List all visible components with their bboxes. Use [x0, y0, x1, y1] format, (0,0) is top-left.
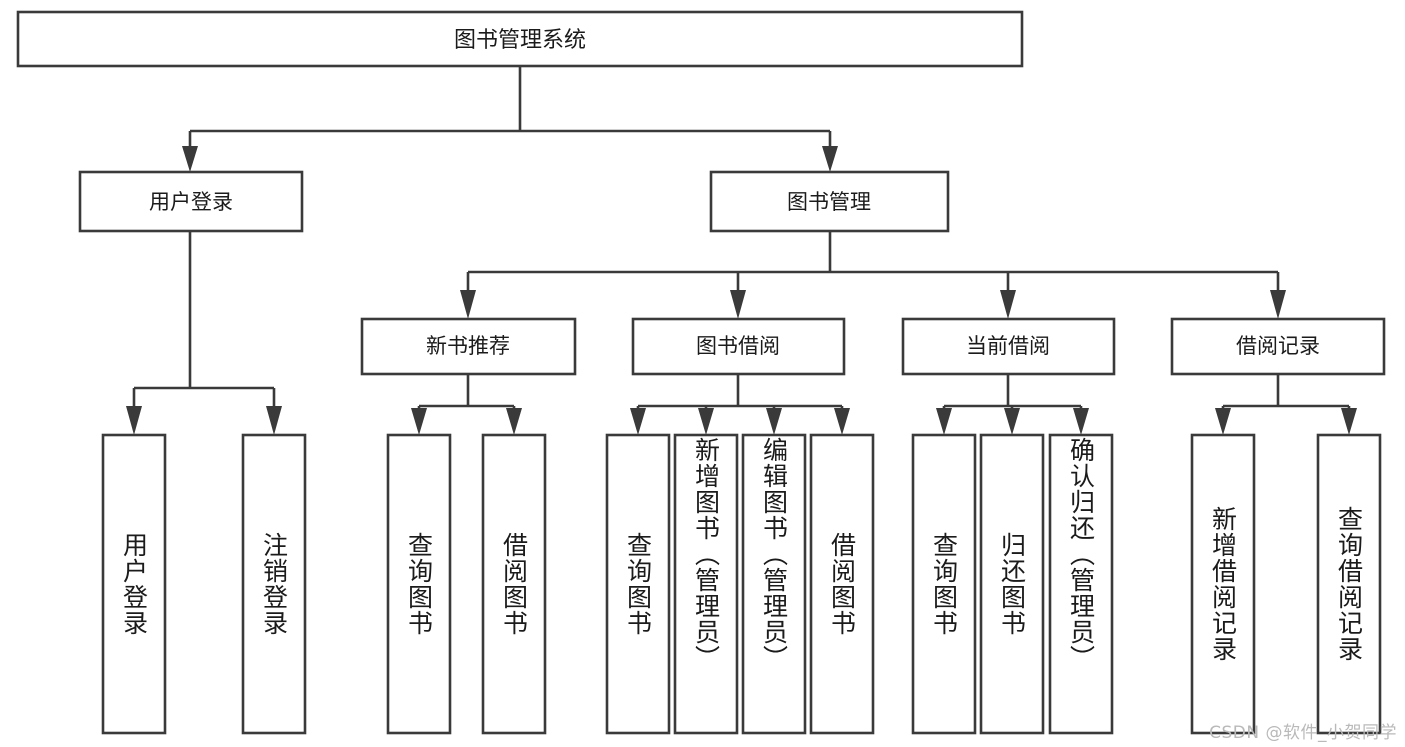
- node-new-book-recommend-box[interactable]: [360, 317, 577, 376]
- leaf-borrow-book-1-box[interactable]: [481, 433, 547, 735]
- node-current-borrow-box[interactable]: [901, 317, 1116, 376]
- connector-group-current-borrow: [936, 374, 1089, 435]
- leaf-add-book-box[interactable]: [673, 433, 739, 735]
- leaf-return-book-box[interactable]: [979, 433, 1045, 735]
- leaf-query-book-2-box[interactable]: [605, 433, 671, 735]
- connector-group-root: [182, 66, 838, 172]
- node-book-borrow[interactable]: 图书借阅: [631, 317, 846, 376]
- arrow-to-leaf-edit-book: [766, 408, 782, 435]
- node-book-manage-label: 图书管理: [787, 190, 871, 214]
- connector-group-borrow-record: [1215, 374, 1357, 435]
- node-user-login-box[interactable]: [78, 170, 304, 233]
- node-user-login[interactable]: 用户登录: [78, 170, 304, 233]
- connector-group-book-manage: [460, 231, 1286, 319]
- leaf-query-record-box[interactable]: [1316, 433, 1382, 735]
- node-current-borrow-label: 当前借阅: [966, 334, 1050, 358]
- arrow-to-leaf-query-record: [1341, 408, 1357, 435]
- watermark-text: CSDN @软件_小贺同学: [1209, 723, 1397, 743]
- connector-group-new-book-recommend: [411, 374, 522, 435]
- arrow-to-leaf-borrow-book-2: [834, 408, 850, 435]
- arrow-root-to-book-manage: [822, 146, 838, 172]
- arrow-to-leaf-user-logout: [266, 406, 282, 435]
- node-borrow-record-box[interactable]: [1170, 317, 1386, 376]
- arrow-to-current-borrow: [1000, 290, 1016, 319]
- arrow-root-to-user-login: [182, 146, 198, 172]
- node-borrow-record-label: 借阅记录: [1236, 334, 1320, 358]
- connector-group-user-login: [126, 231, 282, 435]
- node-root[interactable]: 图书管理系统: [16, 10, 1024, 68]
- node-root-box[interactable]: [16, 10, 1024, 68]
- node-new-book-recommend-label: 新书推荐: [426, 334, 510, 358]
- arrow-to-leaf-query-book-2: [630, 408, 646, 435]
- leaf-query-book-1-box[interactable]: [386, 433, 452, 735]
- node-borrow-record[interactable]: 借阅记录: [1170, 317, 1386, 376]
- node-book-borrow-box[interactable]: [631, 317, 846, 376]
- arrow-to-new-book-recommend: [460, 290, 476, 319]
- arrow-to-leaf-borrow-book-1: [506, 408, 522, 435]
- node-book-borrow-label: 图书借阅: [696, 334, 780, 358]
- leaf-edit-book-box[interactable]: [741, 433, 807, 735]
- arrow-to-leaf-add-book: [698, 408, 714, 435]
- node-user-login-label: 用户登录: [149, 190, 233, 214]
- leaf-borrow-book-2-box[interactable]: [809, 433, 875, 735]
- arrow-to-leaf-add-record: [1215, 408, 1231, 435]
- arrow-to-borrow-record: [1270, 290, 1286, 319]
- leaf-add-record-box[interactable]: [1190, 433, 1256, 735]
- arrow-to-book-borrow: [730, 290, 746, 319]
- leaf-confirm-return-box[interactable]: [1048, 433, 1114, 735]
- node-root-label: 图书管理系统: [454, 28, 586, 53]
- leaf-boxes: [101, 433, 1382, 735]
- leaf-query-book-3-box[interactable]: [911, 433, 977, 735]
- leaf-user-logout-box[interactable]: [241, 433, 307, 735]
- node-current-borrow[interactable]: 当前借阅: [901, 317, 1116, 376]
- node-new-book-recommend[interactable]: 新书推荐: [360, 317, 577, 376]
- connector-group-book-borrow: [630, 374, 850, 435]
- leaf-user-login-box[interactable]: [101, 433, 167, 735]
- arrow-to-leaf-query-book-3: [936, 408, 952, 435]
- node-book-manage[interactable]: 图书管理: [709, 170, 950, 233]
- arrow-to-leaf-confirm-return: [1073, 408, 1089, 435]
- arrow-to-leaf-query-book-1: [411, 408, 427, 435]
- node-book-manage-box[interactable]: [709, 170, 950, 233]
- arrow-to-leaf-return-book: [1004, 408, 1020, 435]
- arrow-to-leaf-user-login: [126, 406, 142, 435]
